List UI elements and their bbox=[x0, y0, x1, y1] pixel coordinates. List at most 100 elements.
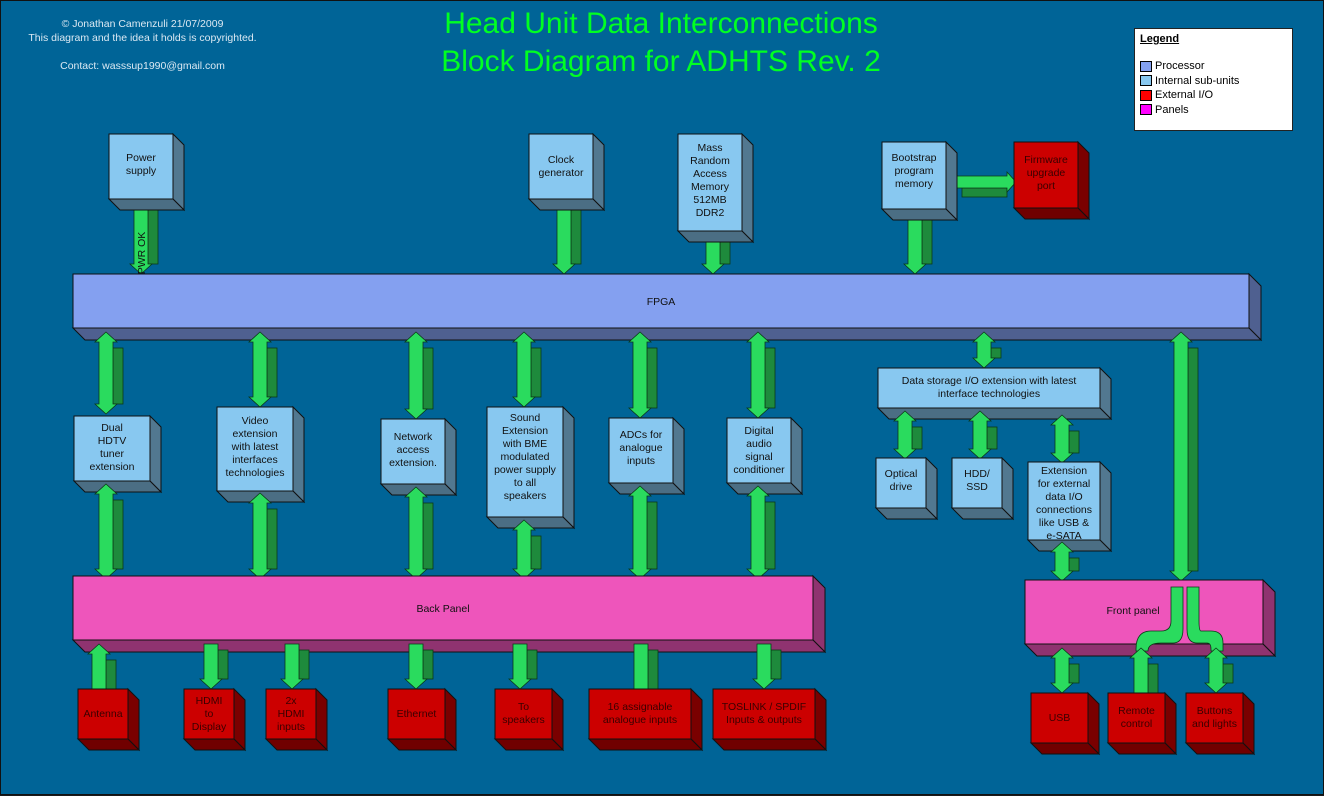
box-face bbox=[588, 688, 692, 740]
fpga-block-label: FPGA bbox=[647, 296, 676, 308]
box-face bbox=[608, 417, 674, 484]
legend-item-processor: Processor bbox=[1140, 59, 1287, 74]
storage-block-label: interface technologies bbox=[938, 388, 1040, 400]
arrow-shadow bbox=[266, 508, 278, 570]
ethernet-block: Ethernet bbox=[386, 687, 458, 752]
box-face bbox=[72, 273, 1250, 329]
legend-heading: Legend bbox=[1140, 33, 1180, 45]
digital-audio-block-label: Digital bbox=[744, 425, 773, 437]
speakers-block-label: To bbox=[518, 701, 529, 713]
fpga-block: FPGA bbox=[71, 272, 1263, 342]
box-bottom bbox=[1012, 207, 1091, 220]
arrow-body bbox=[198, 643, 224, 690]
speakers-block-label: speakers bbox=[502, 714, 545, 726]
analogue-inputs-block-label: 16 assignable bbox=[608, 701, 673, 713]
sound-block-label: to all bbox=[514, 477, 536, 489]
arrow-shadow bbox=[921, 213, 933, 265]
box-side bbox=[672, 416, 685, 496]
storage-block: Data storage I/O extension with latestin… bbox=[876, 366, 1113, 421]
video-block-label: with latest bbox=[231, 441, 279, 453]
legend-swatch bbox=[1140, 75, 1152, 87]
arrow-shadow bbox=[646, 347, 658, 409]
arrow-shadow bbox=[1147, 663, 1159, 694]
ext-data-block-label: Extension bbox=[1041, 465, 1087, 477]
box-face bbox=[387, 688, 446, 740]
ram-block-label: Memory bbox=[691, 181, 730, 193]
toslink-block-label: TOSLINK / SPDIF bbox=[722, 701, 806, 713]
box-bottom bbox=[880, 208, 959, 221]
arrow-adc-backpanel bbox=[627, 485, 658, 580]
arrow-shadow bbox=[112, 499, 124, 570]
copyright-line: © Jonathan Camenzuli 21/07/2009 bbox=[61, 18, 224, 30]
arrow-frontpanel-buttons bbox=[1203, 647, 1234, 694]
title-line-1: Head Unit Data Interconnections bbox=[444, 7, 878, 40]
arrow-shadow bbox=[911, 426, 923, 450]
ext-data-block-label: for external bbox=[1038, 478, 1091, 490]
box-face bbox=[726, 417, 792, 484]
arrow-body bbox=[633, 643, 649, 692]
ram-block-label: 512MB bbox=[693, 194, 726, 206]
box-bottom bbox=[711, 738, 828, 751]
box-face bbox=[183, 688, 235, 740]
arrow-backpanel-toslink bbox=[751, 643, 782, 690]
optical-drive-block-label: drive bbox=[890, 481, 913, 493]
arrow-fpga-network bbox=[403, 331, 434, 420]
box-bottom bbox=[264, 738, 329, 751]
box-face bbox=[486, 406, 564, 518]
box-side bbox=[172, 132, 185, 212]
box-side bbox=[1262, 578, 1276, 658]
arrow-backpanel-analogue bbox=[633, 643, 659, 692]
arrow-body bbox=[403, 643, 429, 690]
box-bottom bbox=[386, 738, 458, 751]
box-side bbox=[741, 132, 754, 244]
legend-item-internal: Internal sub-units bbox=[1140, 74, 1287, 89]
hdd-block-label: SSD bbox=[966, 481, 988, 493]
box-face bbox=[77, 688, 129, 740]
arrow-backpanel-speakers bbox=[507, 643, 538, 690]
sound-block-label: power supply bbox=[494, 464, 557, 476]
sound-block-label: speakers bbox=[504, 490, 547, 502]
box-face bbox=[1107, 692, 1166, 744]
power-supply-block-label: supply bbox=[126, 165, 157, 177]
box-bottom bbox=[527, 198, 606, 211]
arrow-shadow bbox=[1068, 430, 1080, 454]
legend-label: Panels bbox=[1155, 103, 1189, 116]
box-side bbox=[149, 414, 162, 494]
arrow-shadow bbox=[1068, 557, 1080, 572]
arrow-shadow bbox=[422, 502, 434, 570]
arrow-shadow bbox=[530, 535, 542, 570]
hdmi-display-block-label: Display bbox=[192, 721, 227, 733]
power-supply-block-label: Power bbox=[126, 152, 156, 164]
box-side bbox=[790, 416, 803, 496]
ext-data-block-label: e-SATA bbox=[1046, 530, 1081, 542]
firmware-port-block-label: Firmware bbox=[1024, 154, 1068, 166]
arrow-backpanel-hdmiin bbox=[279, 643, 310, 690]
box-bottom bbox=[71, 327, 1263, 341]
antenna-block: Antenna bbox=[76, 687, 141, 752]
arrow-backpanel-ethernet bbox=[403, 643, 434, 690]
firmware-port-block-label: port bbox=[1037, 180, 1055, 192]
arrow-shadow bbox=[217, 649, 229, 680]
box-side bbox=[562, 405, 575, 530]
legend-swatch bbox=[1140, 104, 1152, 116]
box-bottom bbox=[1106, 742, 1178, 755]
adc-block-label: inputs bbox=[627, 455, 655, 467]
arrow-network-backpanel bbox=[403, 486, 434, 580]
box-side bbox=[592, 132, 605, 212]
usb-block: USB bbox=[1029, 691, 1101, 756]
arrow-shadow bbox=[646, 501, 658, 570]
arrow-shadow bbox=[986, 426, 998, 450]
arrow-shadow bbox=[526, 649, 538, 680]
hdmi-inputs-block-label: HDMI bbox=[278, 708, 305, 720]
arrow-shadow bbox=[112, 347, 124, 405]
back-panel-block: Back Panel bbox=[71, 574, 827, 654]
